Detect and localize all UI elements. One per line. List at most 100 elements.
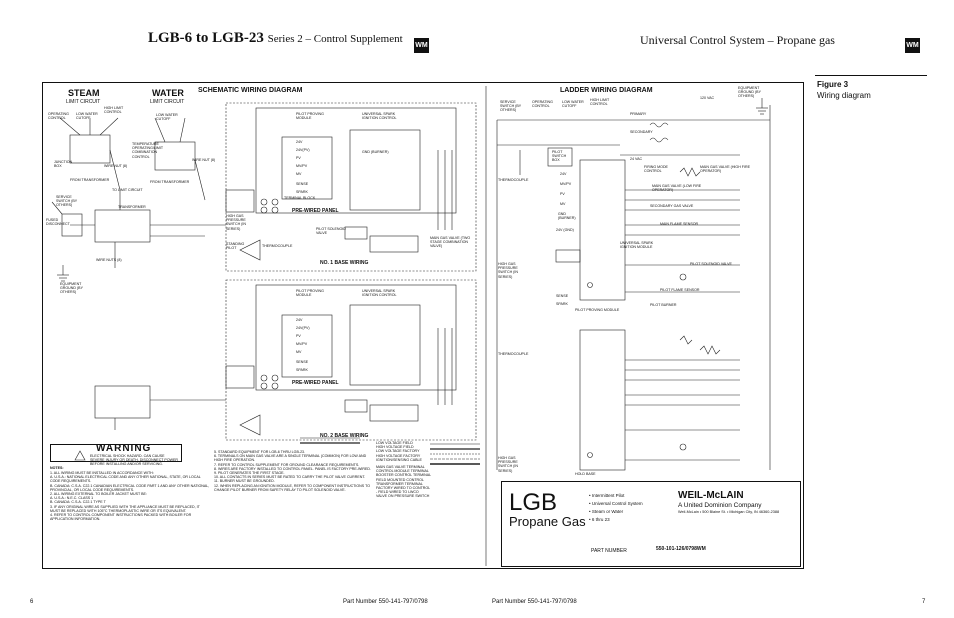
feature-steam-water: • Steam or Water	[589, 509, 624, 514]
wiring-diagram-frame	[42, 82, 804, 569]
warning-text: ELECTRICAL SHOCK HAZARD. CAN CAUSE SEVER…	[90, 454, 178, 467]
fused-disconnect-label: FUSED DISCONNECT	[46, 218, 70, 227]
lower-ignition-module-label: UNIVERSAL SPARK IGNITION CONTROL	[362, 289, 397, 298]
water-temperature-control: TEMPERATURE OPERATING/LIMIT COMBINATION …	[132, 142, 164, 159]
ladder-secondary-valve: SECONDARY GAS VALVE	[650, 204, 694, 208]
feature-sizes: • 6 thru 23	[589, 517, 610, 522]
upper-main-gas-label: MAIN GAS VALVE (TWO STAGE COMBINATION VA…	[430, 236, 471, 249]
warning-title: WARNING	[96, 443, 152, 454]
product-name: LGB	[509, 489, 558, 516]
ladder-terminal-sense: SENSE	[556, 294, 569, 298]
legend-field-mounted: FIELD MOUNTED CONTROL	[376, 477, 424, 482]
brand-name: WEIL-McLAIN	[678, 490, 744, 501]
ladder-firing-mode-control: FIRING MODE CONTROL	[644, 165, 668, 174]
steam-junction-box: JUNCTION BOX	[54, 160, 73, 169]
note-3: 3. IF ANY ORIGINAL WIRE AS SUPPLIED WITH…	[50, 504, 200, 513]
ladder-high-fire-valve: MAIN GAS VALVE (HIGH FIRE OPERATOR)	[700, 165, 750, 174]
lower-terminal-sense: SENSE	[296, 360, 309, 364]
note-7: 7. REFER TO CONTROL SUPPLEMENT FOR GROUN…	[214, 462, 360, 467]
notes-list: 1. ALL WIRING MUST BE INSTALLED IN ACCOR…	[50, 471, 210, 521]
page-number-right: 7	[922, 599, 926, 605]
lower-terminal-24vpv: 24V(PV)	[296, 326, 310, 330]
ladder-terminal-24v: 24V	[560, 172, 567, 176]
legend-high-voltage-factory: HIGH VOLTAGE FACTORY	[376, 453, 421, 458]
ladder-terminal-spark: SPARK	[556, 302, 568, 306]
note-9: 9. PILOT GENERATES THE FIRST STAGE.	[214, 471, 285, 476]
part-number-label: PART NUMBER	[591, 548, 627, 554]
lower-terminal-24v: 24V	[296, 318, 303, 322]
ladder-thermocouple-upper: THERMOCOUPLE	[498, 178, 529, 182]
legend-low-voltage-field: LOW VOLTAGE FIELD	[376, 441, 413, 445]
ladder-pressure-switch-lower: HIGH GAS PRESSURE SWITCH (IN SERIES)	[498, 456, 518, 473]
ladder-120vac: 120 VAC	[700, 96, 715, 100]
schematic-title: SCHEMATIC WIRING DIAGRAM	[198, 87, 303, 94]
ladder-hold-base: HOLD BASE	[575, 472, 596, 476]
note-10: 10. ALL CONTACTS IN SERIES MUST BE RATED…	[214, 475, 366, 480]
part-number-value: 550-101-126/0798WM	[656, 546, 706, 552]
note-1: 1. ALL WIRING MUST BE INSTALLED IN ACCOR…	[50, 471, 154, 475]
upper-wiring-label: NO. 1 BASE WIRING	[320, 260, 369, 266]
ladder-primary: PRIMARY	[630, 112, 647, 116]
legend-booster-terminal: BOOSTER CONTROL TERMINAL	[376, 473, 432, 478]
water-limit-label: LIMIT CIRCUIT	[150, 99, 185, 105]
steam-high-limit: HIGH LIMIT CONTROL	[104, 106, 124, 115]
ladder-operating-control: OPERATING CONTROL	[532, 100, 553, 109]
upper-pilot-module-label: PILOT PROVING MODULE	[296, 112, 324, 121]
ladder-service-switch: SERVICE SWITCH (BY OTHERS)	[500, 100, 522, 113]
legend-low-voltage-factory: LOW VOLTAGE FACTORY	[376, 449, 420, 454]
legend-factory-wired: FACTORY WIRED TO CONTROL - FIELD WIRED T…	[376, 486, 431, 495]
ladder-low-fire-valve: MAIN GAS VALVE (LOW FIRE OPERATOR)	[652, 184, 702, 193]
legend-valve-pressure-switch: VALVE ON PRESSURE SWITCH	[376, 494, 430, 499]
ladder-lwco: LOW WATER CUTOFF	[562, 100, 584, 109]
ladder-equipment-ground: EQUIPMENT GROUND (BY OTHERS)	[738, 86, 761, 99]
ladder-thermocouple-lower: THERMOCOUPLE	[498, 352, 529, 356]
note-1b: B. CANADA: C.S.A. C22.1 CANADIAN ELECTRI…	[50, 483, 210, 492]
note-1a: A. U.S.A.: NATIONAL ELECTRICAL CODE AND …	[50, 475, 201, 484]
ladder-ignition-module: UNIVERSAL SPARK IGNITION MODULE	[620, 241, 654, 250]
upper-terminal-24v: 24V	[296, 140, 303, 144]
warning-box	[50, 444, 182, 462]
ladder-pressure-switch-upper: HIGH GAS PRESSURE SWITCH (IN SERIES)	[498, 262, 518, 279]
figure-rule	[815, 75, 927, 76]
upper-solenoid-label: PILOT SOLENOID VALVE	[316, 227, 346, 236]
upper-terminal-mv: MV	[296, 172, 302, 176]
note-12: 12. WHEN REPLACING AN IGNITION MODULE, R…	[214, 483, 371, 492]
legend-transformer-terminal: TRANSFORMER TERMINAL	[376, 481, 423, 486]
water-label: WATER	[152, 88, 184, 98]
weil-mclain-logo: WM	[414, 38, 429, 53]
figure-caption: Wiring diagram	[817, 91, 871, 100]
note-6: 6. TERMINALS ON MAIN GAS VALVE ARE A SIN…	[214, 454, 367, 463]
brand-subtitle: A United Dominion Company	[678, 502, 762, 509]
ladder-terminal-gnd: GND (BURNER)	[558, 212, 576, 221]
lower-wiring-label: NO. 2 BASE WIRING	[320, 433, 369, 439]
page-number-left: 6	[30, 599, 34, 605]
upper-terminal-sense: SENSE	[296, 182, 309, 186]
steam-lwco: LOW WATER CUTOFF	[76, 112, 98, 121]
note-2: 2. ALL WIRING EXTERNAL TO BOILER JACKET …	[50, 492, 147, 497]
legend-high-voltage-field: HIGH VOLTAGE FIELD	[376, 445, 414, 450]
upper-prewired-panel: PRE-WIRED PANEL	[292, 208, 339, 214]
lower-notes-list: 5. STANDARD EQUIPMENT FOR LGB-6 THRU LGB…	[214, 450, 372, 492]
ladder-pilot-flame-sensor: PILOT FLAME SENSOR	[660, 288, 700, 292]
ladder-title: LADDER WIRING DIAGRAM	[560, 87, 653, 94]
ladder-high-limit: HIGH LIMIT CONTROL	[590, 98, 610, 107]
note-5: 5. STANDARD EQUIPMENT FOR LGB-6 THRU LGB…	[214, 450, 306, 454]
ladder-pilot-switch-box: PILOT SWITCH BOX	[552, 150, 567, 163]
upper-terminal-mvpv: MV/PV	[296, 164, 308, 168]
upper-pressure-switch: HIGH GAS PRESSURE SWITCH (IN SERIES)	[226, 214, 246, 231]
feature-intermittent-pilot: • Intermittent Pilot	[589, 493, 625, 498]
note-4: 4. REFER TO CONTROL COMPONENT INSTRUCTIO…	[50, 513, 192, 522]
ladder-24vac: 24 VAC	[630, 157, 643, 161]
upper-ignition-module-label: UNIVERSAL SPARK IGNITION CONTROL	[362, 112, 397, 121]
to-limit-circuit: TO LIMIT CIRCUIT	[112, 188, 143, 192]
note-2b: B. CANADA: C.S.A. C22.1 TYPE T	[50, 500, 106, 505]
lower-prewired-panel: PRE-WIRED PANEL	[292, 380, 339, 386]
lower-terminal-pv: PV	[296, 334, 301, 338]
steam-wire-nut: WIRE NUT (8)	[104, 164, 128, 168]
steam-operating-control: OPERATING CONTROL	[48, 112, 69, 121]
feature-universal-control: • Universal Control System	[589, 501, 643, 506]
ladder-terminal-mv: MV	[560, 202, 566, 206]
upper-terminal-24vpv: 24V(PV)	[296, 148, 310, 152]
upper-thermocouple: THERMOCOUPLE	[262, 244, 293, 248]
